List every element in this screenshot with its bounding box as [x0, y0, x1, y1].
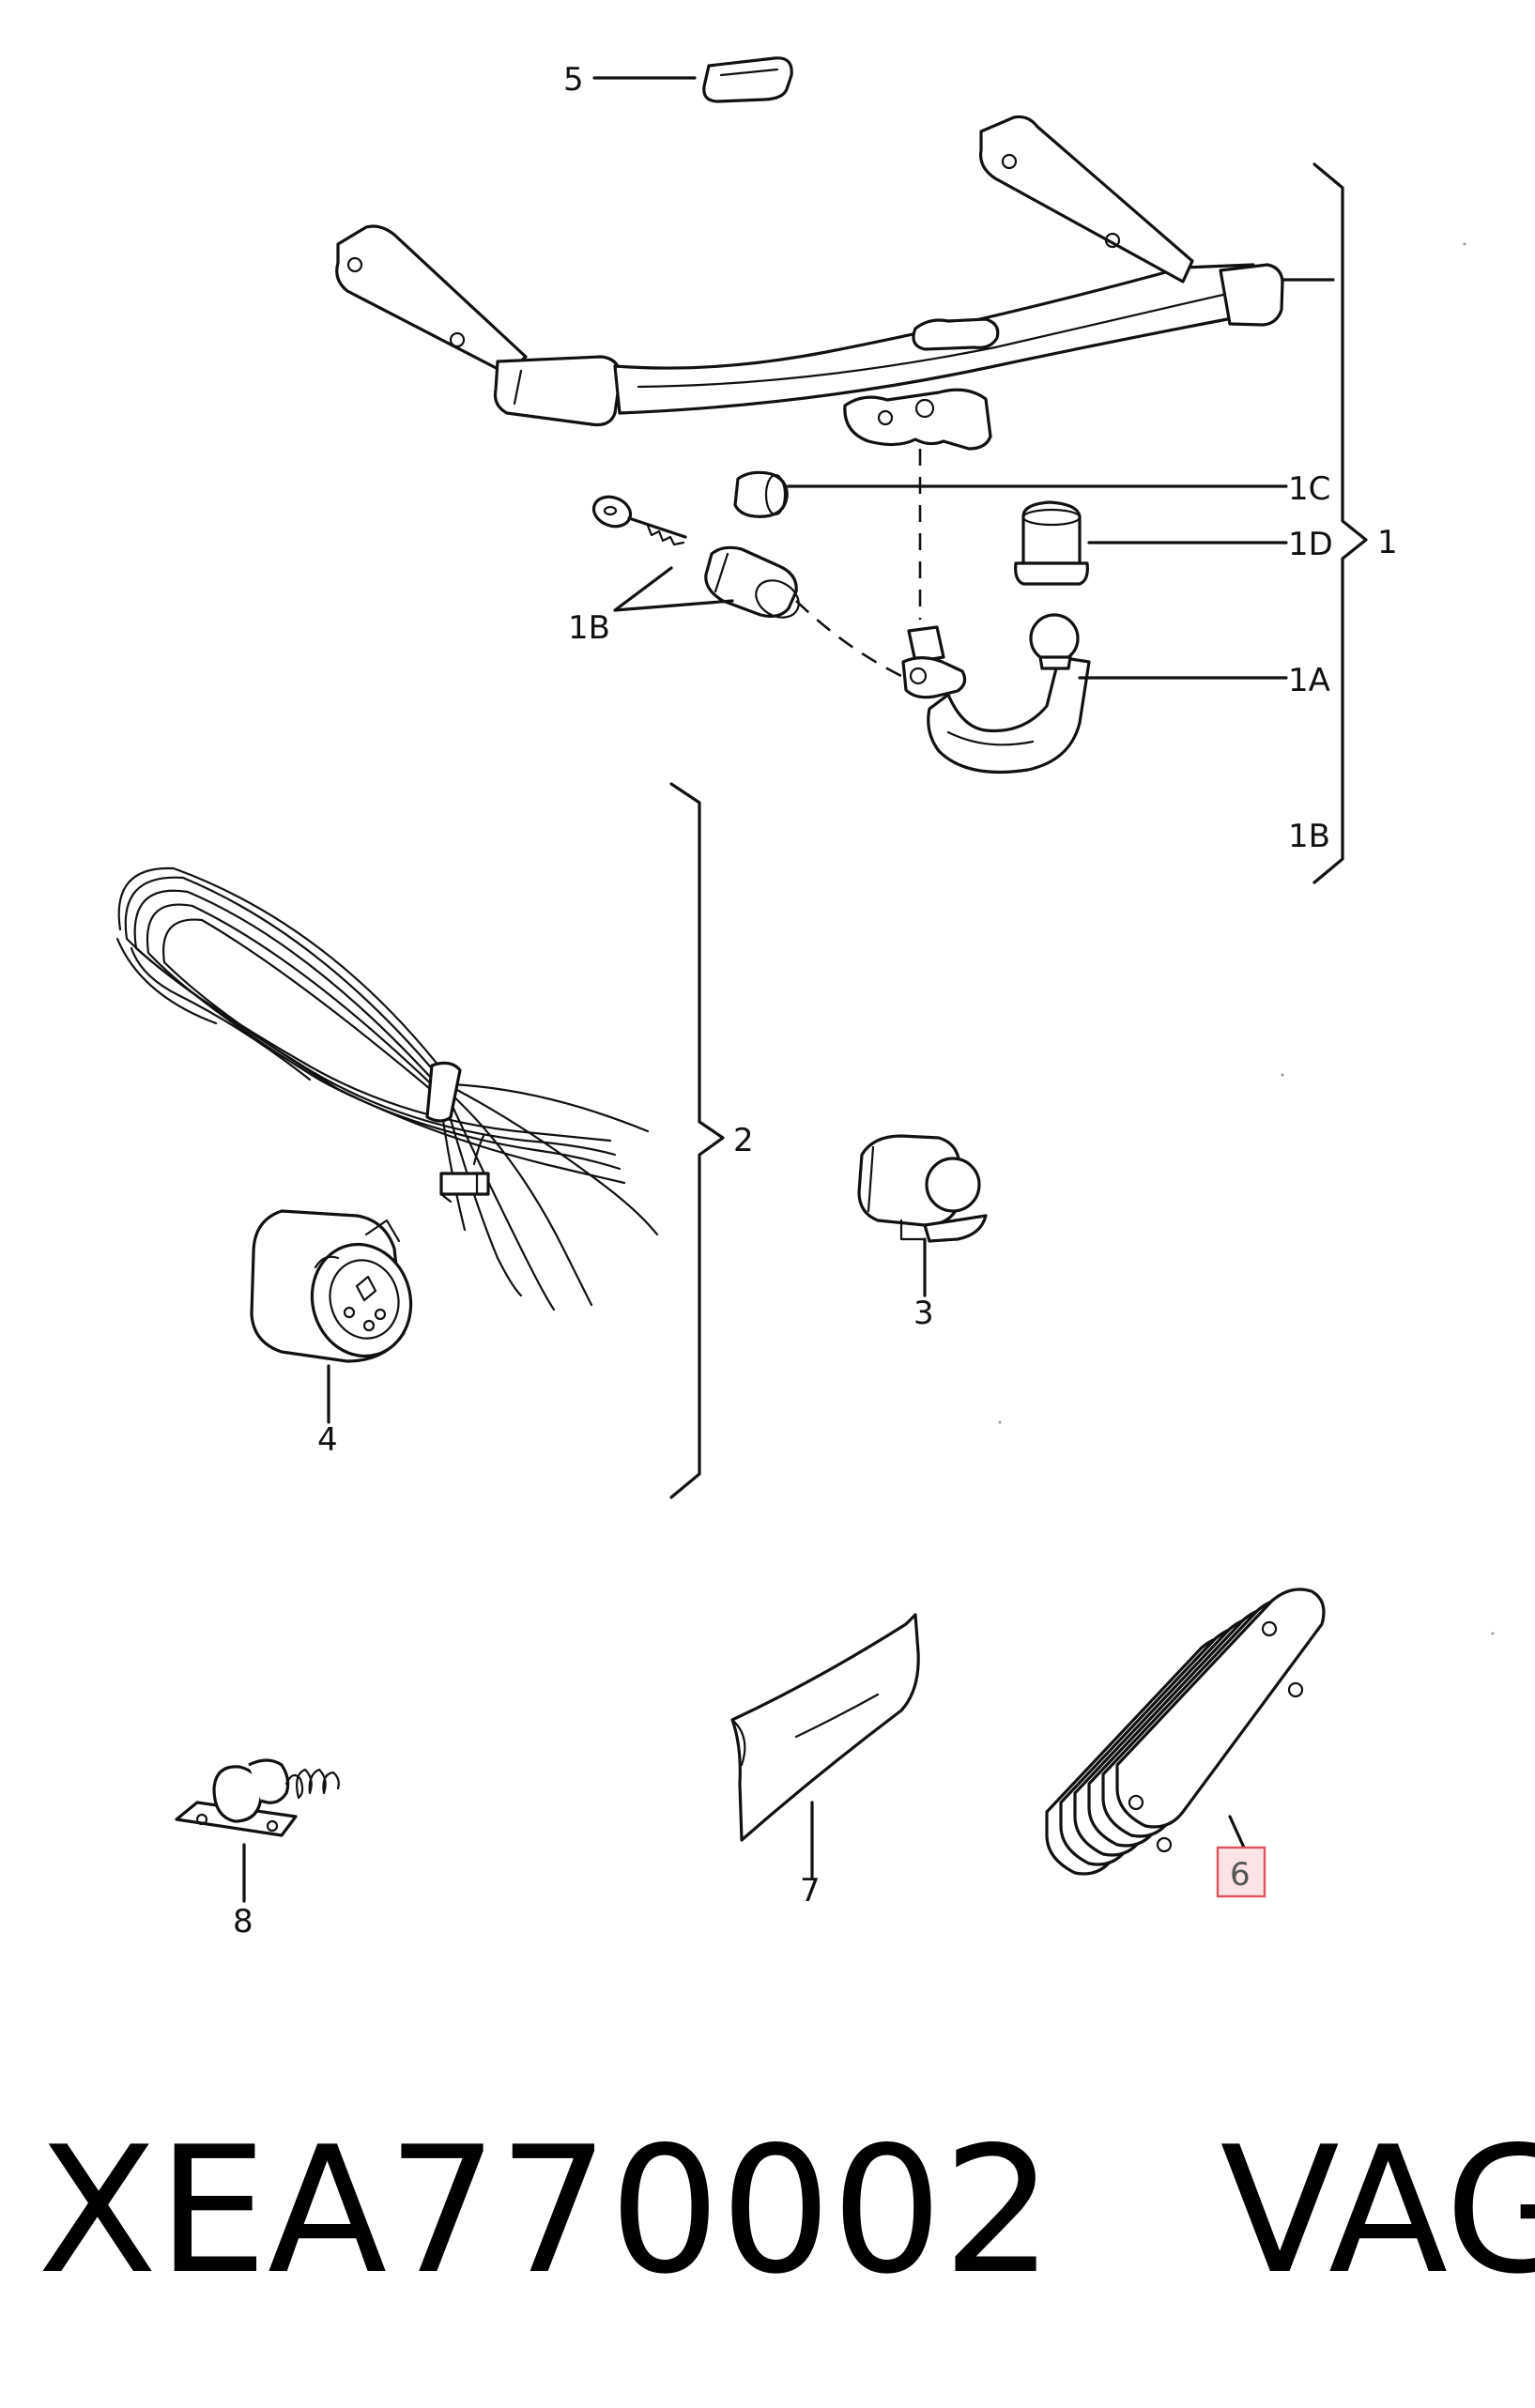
key-part-1B — [591, 495, 687, 546]
cover-cap-part-1D — [1014, 500, 1089, 586]
plug-part-1C — [733, 470, 789, 518]
part-number-footer: XEA770002 VAG — [38, 2109, 1535, 2312]
highlight-box-6 — [1216, 1846, 1266, 1898]
leader-1B-left — [613, 566, 734, 612]
bracket-group-2 — [669, 782, 725, 1499]
sensor-part-3 — [857, 1134, 988, 1243]
speck — [1281, 1073, 1284, 1077]
callout-6: 6 — [1230, 1856, 1251, 1894]
cap-part-5 — [702, 56, 793, 103]
bracket-group-1 — [1312, 162, 1368, 884]
plate-stack-part-6 — [1045, 1587, 1326, 1876]
callout-2: 2 — [733, 1122, 754, 1159]
lock-barrel-part-1B — [704, 545, 800, 619]
speck — [998, 1420, 1002, 1424]
speck — [1463, 242, 1466, 246]
tow-ball-hook-part-1A — [901, 613, 1091, 775]
callout-1C: 1C — [1288, 470, 1330, 508]
callout-1B-right: 1B — [1288, 818, 1330, 855]
wiring-harness-part-2 — [115, 867, 659, 1311]
tow-bar-crossmember — [335, 115, 1335, 451]
clip-part-8 — [175, 1758, 340, 1837]
callout-4: 4 — [317, 1421, 338, 1459]
callout-3: 3 — [913, 1295, 934, 1332]
label-sheet-part-7 — [730, 1613, 920, 1842]
dashed-lock-path — [795, 600, 902, 678]
callout-1: 1 — [1377, 524, 1398, 561]
callout-5: 5 — [563, 61, 584, 99]
speck — [1491, 1632, 1495, 1635]
callout-1A: 1A — [1288, 662, 1330, 699]
callout-8: 8 — [233, 1903, 253, 1940]
leader-6 — [1228, 1815, 1246, 1849]
trailer-socket-part-4 — [250, 1209, 413, 1363]
callout-7: 7 — [800, 1872, 821, 1910]
callout-1B-left: 1B — [568, 609, 610, 647]
callout-1D: 1D — [1288, 526, 1333, 563]
